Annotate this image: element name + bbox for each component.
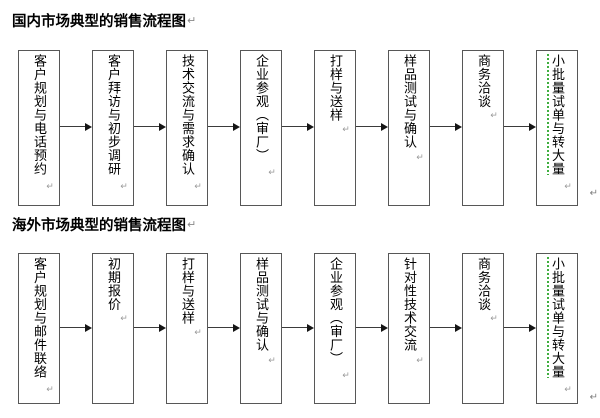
- page-title-domestic: 国内市场典型的销售流程图↵: [12, 12, 196, 31]
- paragraph-mark-icon: ↵: [45, 181, 55, 192]
- flow-connector-line: [134, 126, 160, 127]
- section-title-text-domestic: 国内市场典型的销售流程图: [12, 14, 186, 30]
- flow-connector-line: [208, 126, 234, 127]
- flow-node[interactable]: 客户规划与邮件联络 ↵: [18, 253, 60, 404]
- flow-node-label: 技术交流与需求确认: [179, 54, 194, 176]
- flow-node-label: 小批量试单与转大量: [549, 54, 564, 176]
- flow-node-label: 样品测试与确认: [253, 257, 268, 352]
- flow-arrow-icon: [455, 123, 462, 131]
- flow-node[interactable]: 样品测试与确认 ↵: [388, 50, 430, 206]
- paragraph-mark-icon: ↵: [563, 384, 573, 395]
- flow-node-label: 客户规划与邮件联络: [31, 257, 46, 379]
- flow-node-label: 商务洽谈: [475, 54, 490, 108]
- flow-node[interactable]: 技术交流与需求确认 ↵: [166, 50, 208, 206]
- paragraph-mark-icon: ↵: [489, 110, 499, 121]
- flow-node[interactable]: 商务洽谈 ↵: [462, 253, 504, 404]
- flow-node-label: 打样与送样: [327, 54, 342, 122]
- flow-arrow-icon: [381, 123, 388, 131]
- flow-node-label: 样品测试与确认: [401, 54, 416, 149]
- flow-node[interactable]: 针对性技术交流 ↵: [388, 253, 430, 404]
- flow-connector-line: [208, 327, 234, 328]
- flow-node-label: 企业参观（审厂）: [253, 54, 268, 162]
- flow-node[interactable]: 商务洽谈 ↵: [462, 50, 504, 206]
- paragraph-mark-icon: ↵: [341, 125, 351, 135]
- flow-node-label: 打样与送样: [179, 257, 194, 325]
- flow-connector-line: [60, 126, 86, 127]
- flow-connector-line: [282, 126, 308, 127]
- flow-connector-line: [430, 126, 456, 127]
- flow-node[interactable]: 企业参观（审厂） ↵: [314, 253, 356, 404]
- flow-node[interactable]: 打样与送样 ↵: [314, 50, 356, 206]
- flow-arrow-icon: [529, 123, 536, 131]
- flow-node[interactable]: 打样与送样 ↵: [166, 253, 208, 404]
- flow-connector-line: [504, 327, 530, 328]
- flow-arrow-icon: [529, 324, 536, 332]
- flow-node[interactable]: 小批量试单与转大量 ↵: [536, 50, 578, 206]
- paragraph-mark-icon: ↵: [119, 181, 129, 192]
- paragraph-mark-icon: ↵: [589, 188, 598, 199]
- flow-node[interactable]: 小批量试单与转大量 ↵: [536, 253, 578, 404]
- flow-arrow-icon: [85, 123, 92, 131]
- flow-node-label: 针对性技术交流: [401, 257, 416, 352]
- paragraph-mark-icon: ↵: [341, 370, 351, 381]
- flow-arrow-icon: [307, 324, 314, 332]
- flow-node-label: 客户拜访与初步调研: [105, 54, 120, 176]
- page-title-overseas: 海外市场典型的销售流程图↵: [12, 216, 196, 235]
- flow-connector-line: [430, 327, 456, 328]
- flow-connector-line: [504, 126, 530, 127]
- flow-node[interactable]: 客户拜访与初步调研 ↵: [92, 50, 134, 206]
- paragraph-mark-icon: ↵: [187, 218, 197, 231]
- paragraph-mark-icon: ↵: [267, 167, 277, 178]
- paragraph-mark-icon: ↵: [563, 181, 573, 192]
- paragraph-mark-icon: ↵: [119, 313, 129, 324]
- paragraph-mark-icon: ↵: [45, 384, 55, 395]
- flow-connector-line: [60, 327, 86, 328]
- flow-arrow-icon: [233, 324, 240, 332]
- flow-arrow-icon: [233, 123, 240, 131]
- flow-node[interactable]: 企业参观（审厂） ↵: [240, 50, 282, 206]
- flow-arrow-icon: [159, 324, 166, 332]
- flow-node-label: 初期报价: [105, 257, 120, 311]
- flow-node[interactable]: 初期报价 ↵: [92, 253, 134, 404]
- paragraph-mark-icon: ↵: [187, 14, 197, 27]
- flow-node-label: 客户规划与电话预约: [31, 54, 46, 176]
- flow-arrow-icon: [381, 324, 388, 332]
- flow-node[interactable]: 客户规划与电话预约 ↵: [18, 50, 60, 206]
- flow-arrow-icon: [159, 123, 166, 131]
- flow-node-label: 企业参观（审厂）: [327, 257, 342, 365]
- paragraph-mark-icon: ↵: [489, 313, 499, 324]
- flow-node[interactable]: 样品测试与确认 ↵: [240, 253, 282, 404]
- flow-arrow-icon: [307, 123, 314, 131]
- flow-row-overseas: 客户规划与邮件联络↵初期报价↵打样与送样↵样品测试与确认↵企业参观（审厂）↵针对…: [0, 253, 600, 404]
- flow-connector-line: [356, 327, 382, 328]
- flow-connector-line: [282, 327, 308, 328]
- flow-arrow-icon: [455, 324, 462, 332]
- paragraph-mark-icon: ↵: [589, 392, 598, 403]
- paragraph-mark-icon: ↵: [193, 328, 203, 338]
- paragraph-mark-icon: ↵: [267, 356, 277, 367]
- flow-node-label: 小批量试单与转大量: [549, 257, 564, 379]
- flow-connector-line: [356, 126, 382, 127]
- section-title-text-overseas: 海外市场典型的销售流程图: [12, 218, 186, 234]
- flow-row-domestic: 客户规划与电话预约↵客户拜访与初步调研↵技术交流与需求确认↵企业参观（审厂）↵打…: [0, 50, 600, 206]
- paragraph-mark-icon: ↵: [415, 153, 425, 164]
- flow-connector-line: [134, 327, 160, 328]
- flow-arrow-icon: [85, 324, 92, 332]
- flow-node-label: 商务洽谈: [475, 257, 490, 311]
- paragraph-mark-icon: ↵: [193, 181, 203, 192]
- paragraph-mark-icon: ↵: [415, 356, 425, 367]
